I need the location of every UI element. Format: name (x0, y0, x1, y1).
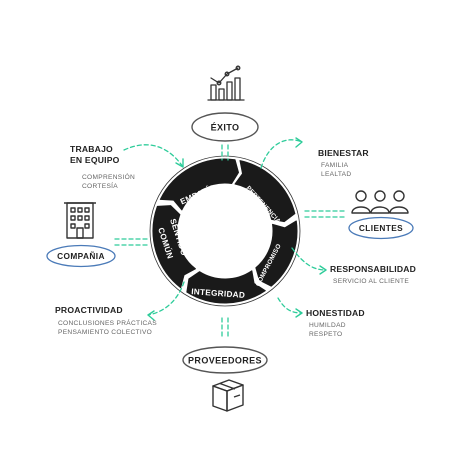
value-detail-familia: FAMILIA (321, 162, 349, 169)
segment-label-integridad: INTEGRIDAD (191, 287, 245, 300)
value-detail-lealtad: LEALTAD (321, 171, 351, 178)
compania-label: COMPAÑIA (57, 251, 105, 261)
value-detail-cortesia: CORTESÍA (82, 181, 118, 190)
proveedores-label: PROVEEDORES (188, 356, 262, 366)
box-icon (212, 379, 244, 412)
value-title-responsabilidad: RESPONSABILIDAD (330, 264, 416, 274)
value-detail-conclusiones: CONCLUSIONES PRÁCTICAS (58, 318, 157, 327)
value-title-trabajo-line2: EN EQUIPO (70, 155, 120, 165)
value-detail-pensamiento: PENSAMIENTO COLECTIVO (58, 329, 152, 336)
compania-oval (46, 244, 116, 268)
proveedores-oval (182, 346, 268, 374)
people-icon (351, 190, 409, 214)
value-title-trabajo-line1: TRABAJO (70, 144, 113, 154)
cycle-segment-sentido-comun (152, 205, 196, 289)
value-title-bienestar: BIENESTAR (318, 148, 369, 158)
connector-arrows (114, 139, 346, 339)
value-title-honestidad: HONESTIDAD (306, 308, 365, 318)
value-detail-servicio: SERVICIO AL CLIENTE (333, 278, 409, 285)
value-title-proactividad: PROACTIVIDAD (55, 305, 123, 315)
cycle-segment-pertenencia (234, 160, 296, 223)
cycle-segment-compromiso (255, 220, 298, 287)
value-detail-comprension: COMPRENSIÓN (82, 172, 135, 181)
exito-oval (191, 112, 259, 142)
cycle-segment-empatia (159, 158, 239, 211)
building-icon (64, 202, 96, 239)
bar-chart-icon (207, 65, 245, 101)
cycle-ring (149, 155, 301, 307)
arrow-heads (147, 137, 327, 321)
cycle-segment-integridad (186, 270, 266, 304)
value-detail-respeto: RESPETO (309, 331, 343, 338)
value-detail-humildad: HUMILDAD (309, 322, 346, 329)
clientes-oval (348, 216, 414, 240)
exito-label: ÉXITO (211, 123, 240, 133)
clientes-label: CLIENTES (359, 223, 403, 233)
cycle-outline (149, 155, 301, 307)
